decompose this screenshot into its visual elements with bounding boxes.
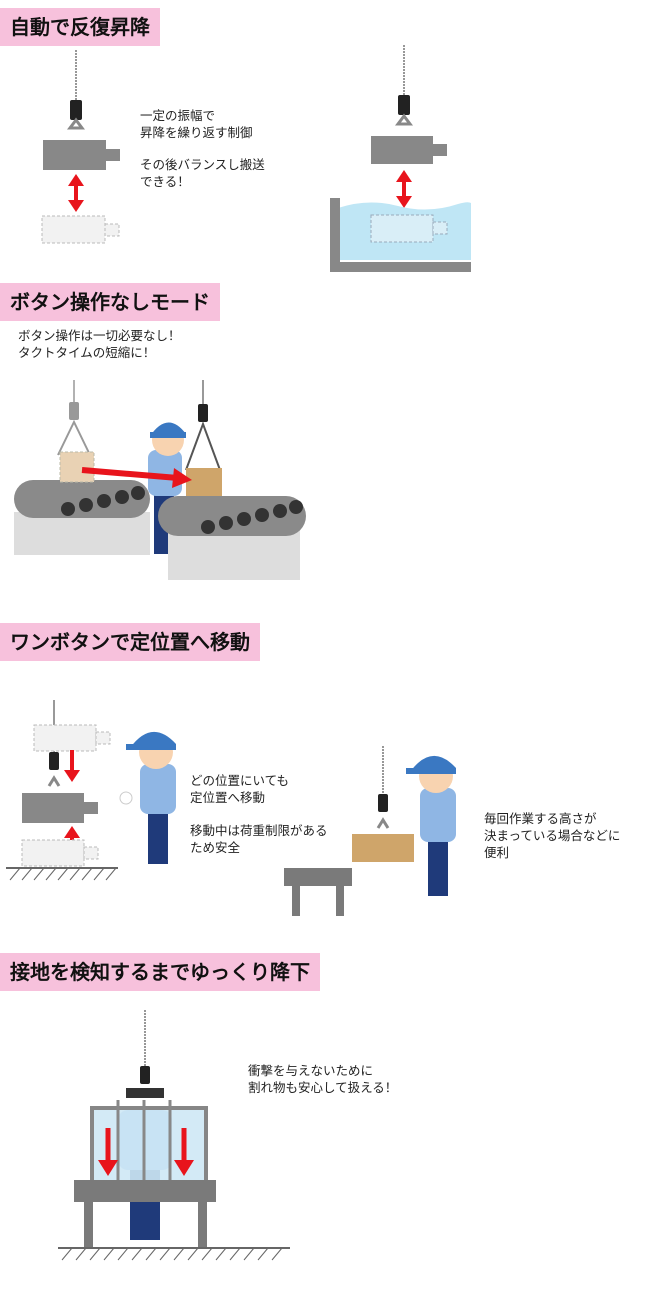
glass-descent-illustration (58, 1010, 290, 1261)
text-fixed-height: 毎回作業する高さが 決まっている場合などに 便利 (484, 811, 621, 860)
fixed-position-illustration (6, 700, 456, 916)
text-load-limit: 移動中は荷重制限がある ため安全 (190, 823, 328, 855)
ghost-box (59, 451, 95, 483)
text-any-position: どの位置にいても 定位置へ移動 (190, 773, 290, 805)
section-title-one-button: ワンボタンで定位置へ移動 (0, 623, 260, 661)
text-no-button: ボタン操作は一切必要なし！ タクトタイムの短縮に！ (18, 328, 181, 360)
hoist-hook-block-icon (70, 100, 82, 120)
section-title-slow-descent: 接地を検知するまでゆっくり降下 (0, 953, 320, 991)
text-balance-transport: その後バランスし搬送 できる！ (140, 157, 265, 189)
text-fragile-safe: 衝撃を与えないために 割れ物も安心して扱える！ (248, 1063, 398, 1095)
box (352, 834, 414, 862)
text-repeat-control: 一定の振幅で 昇降を繰り返す制御 (140, 108, 253, 140)
section-title-no-button-mode: ボタン操作なしモード (0, 283, 220, 321)
water-tank (330, 198, 471, 272)
worker-figure-right (406, 755, 456, 896)
conveyor-illustration (14, 380, 306, 580)
hoist-illustration-repeat (41, 45, 471, 272)
worker-figure-left (119, 731, 176, 864)
section-title-auto-repeat: 自動で反復昇降 (0, 8, 160, 46)
